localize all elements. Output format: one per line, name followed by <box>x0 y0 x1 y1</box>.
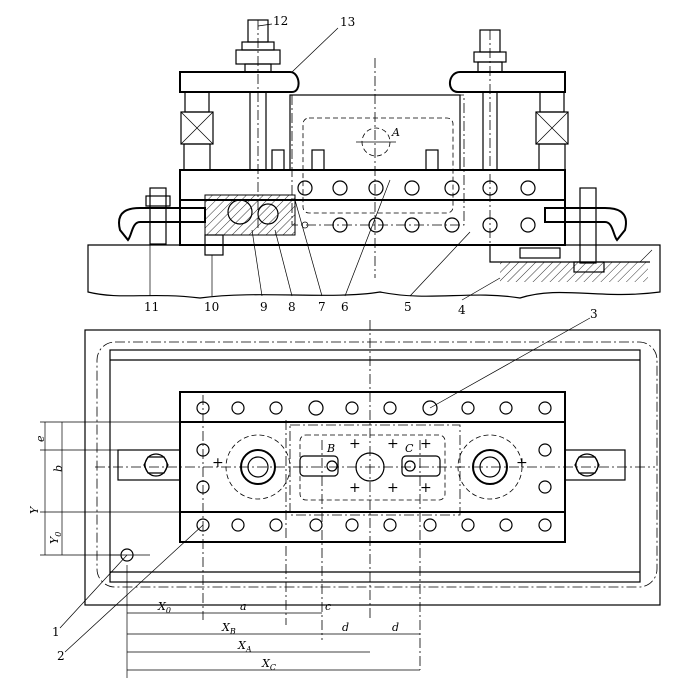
label-B: B <box>326 442 335 455</box>
svg-text:+: + <box>349 436 361 452</box>
dim-X0-sub: 0 <box>166 606 171 615</box>
right-clamp-strap <box>449 71 566 93</box>
svg-text:+: + <box>212 455 224 471</box>
dim-d2: d <box>392 621 399 634</box>
svg-text:+: + <box>420 480 432 496</box>
label-3: 3 <box>590 307 598 321</box>
label-8: 8 <box>288 300 296 314</box>
label-13: 13 <box>340 15 355 29</box>
dim-Y: Y <box>28 505 41 514</box>
plan-bottom-strip <box>179 511 566 543</box>
part-number-labels: 12 13 11 10 9 8 7 6 5 4 3 1 2 <box>52 14 598 663</box>
label-5: 5 <box>404 300 412 314</box>
label-2: 2 <box>57 649 65 663</box>
label-C: C <box>405 442 414 455</box>
left-lower-clamp <box>118 207 206 242</box>
dim-d1: d <box>342 621 349 634</box>
plan-hole-row-top <box>196 400 552 416</box>
dimension-labels: X0 a c XB d d XA XC e b Y Y0 <box>28 435 399 672</box>
dim-b: b <box>52 465 65 472</box>
feature-letter-labels: A B C <box>326 126 414 455</box>
svg-text:XA: XA <box>237 639 252 654</box>
svg-text:XB: XB <box>221 621 236 636</box>
label-12: 12 <box>273 14 288 28</box>
dim-Y0: Y <box>48 535 61 544</box>
dim-XB: X <box>221 621 231 634</box>
dim-XC-sub: C <box>270 663 276 672</box>
dim-XB-sub: B <box>229 627 236 636</box>
dim-a: a <box>240 600 247 613</box>
svg-text:X0: X0 <box>157 600 171 615</box>
label-10: 10 <box>204 300 219 314</box>
svg-text:XC: XC <box>261 657 276 672</box>
hole-row-lower <box>332 217 536 233</box>
dim-XA-sub: A <box>245 645 252 654</box>
svg-text:+: + <box>349 480 361 496</box>
dim-c: c <box>325 600 331 613</box>
label-1: 1 <box>52 625 60 639</box>
plan-hole-row-bottom <box>196 518 552 532</box>
right-lower-clamp <box>544 207 627 242</box>
label-6: 6 <box>341 300 349 314</box>
dim-XC: X <box>261 657 271 670</box>
machine-table <box>87 244 661 299</box>
plan-outer-frame <box>84 329 661 606</box>
label-A: A <box>391 126 400 139</box>
dim-XA: X <box>237 639 247 652</box>
dimension-lines <box>40 23 591 678</box>
dim-Y0-sub: 0 <box>54 532 63 537</box>
label-7: 7 <box>318 300 326 314</box>
svg-text:+: + <box>387 480 399 496</box>
label-4: 4 <box>458 303 466 317</box>
dim-X0: X <box>157 600 167 613</box>
label-9: 9 <box>260 300 268 314</box>
plan-top-strip <box>179 391 566 423</box>
dim-e: e <box>34 435 47 442</box>
plan-view: ++ ++ ++ ++ <box>84 320 661 670</box>
front-view <box>87 19 661 299</box>
hole-row-upper <box>297 180 536 196</box>
svg-text:+: + <box>420 436 432 452</box>
svg-text:+: + <box>387 436 399 452</box>
label-11: 11 <box>144 300 159 314</box>
left-clamp-strap <box>179 71 300 93</box>
svg-text:Y0: Y0 <box>48 532 63 544</box>
